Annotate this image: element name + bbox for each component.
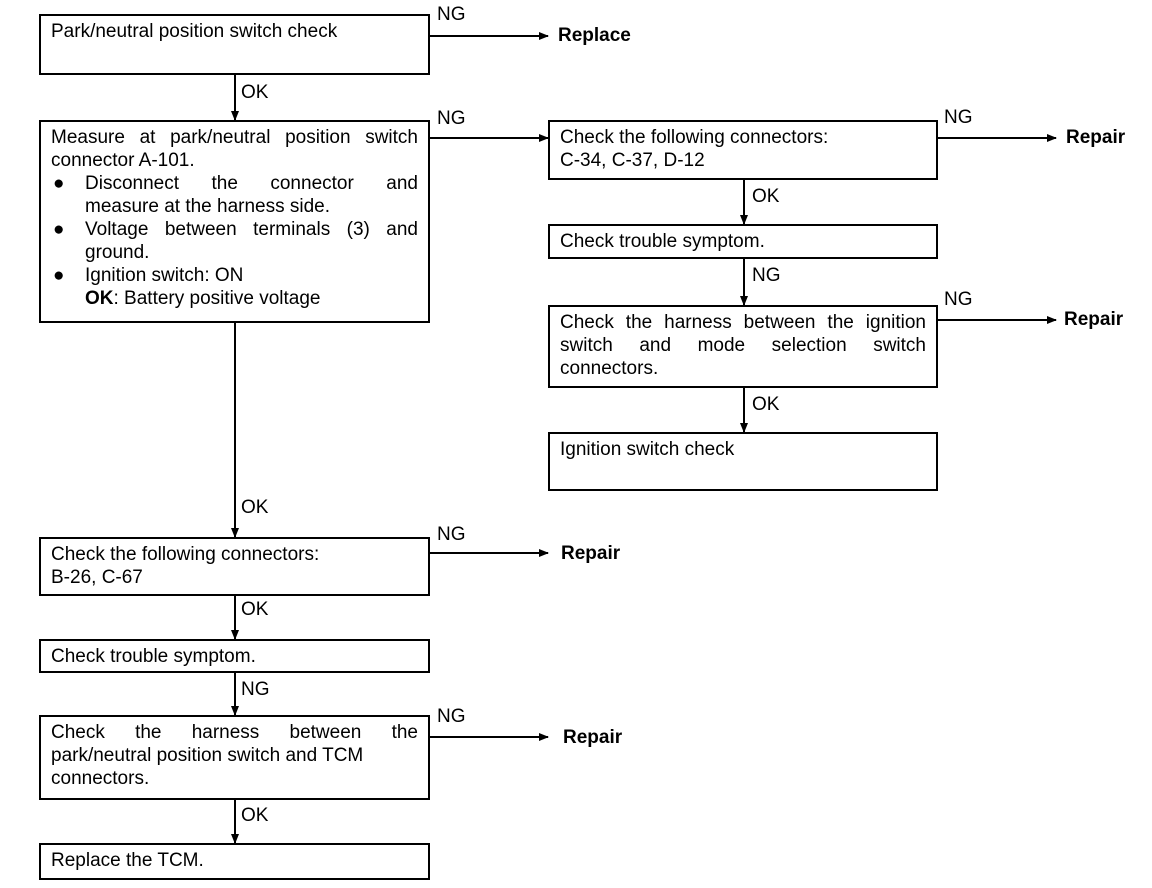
box-text: Check the following connectors: (51, 544, 320, 565)
box-check-trouble-symptom-right: Check trouble symptom. (548, 224, 938, 259)
bullet-item: ● Ignition switch: ON OK: Battery positi… (51, 264, 418, 310)
box-check-harness-ignition: Check the harness between the ignition s… (548, 305, 938, 388)
ng-label: NG (437, 108, 466, 129)
action-repair: Repair (563, 727, 623, 748)
action-replace: Replace (558, 25, 631, 46)
ok-label: OK (241, 599, 269, 620)
bullet-dot: ● (53, 173, 65, 194)
ng-label: NG (944, 107, 973, 128)
action-repair: Repair (561, 543, 621, 564)
box-text: C-34, C-37, D-12 (560, 150, 705, 171)
box-check-trouble-symptom-left: Check trouble symptom. (39, 639, 430, 673)
box-check-connectors-c34-c37-d12: Check the following connectors: C-34, C-… (548, 120, 938, 180)
box-text: B-26, C-67 (51, 567, 143, 588)
box-ignition-switch-check: Ignition switch check (548, 432, 938, 491)
bullet-item: ● Voltage between terminals (3) and grou… (51, 218, 418, 264)
box-text: park/neutral position switch and TCM (51, 745, 364, 766)
box-text: Park/neutral position switch check (51, 21, 338, 42)
bullet-text: measure at the harness side. (85, 196, 331, 217)
box-text: Check the following connectors: (560, 127, 829, 148)
box-measure-connector-a101: Measure at park/neutral position switch … (39, 120, 430, 323)
box-text: connectors. (560, 358, 659, 379)
ok-text: : Battery positive voltage (113, 288, 321, 309)
box-text: Check trouble symptom. (560, 231, 765, 252)
ng-label: NG (241, 679, 270, 700)
box-text: Ignition switch check (560, 439, 735, 460)
bullet-text: Voltage between terminals (3) and (85, 219, 418, 240)
ok-criterion: OK: Battery positive voltage (85, 287, 418, 310)
ok-label: OK (752, 186, 780, 207)
action-repair: Repair (1066, 127, 1126, 148)
ok-label: OK (752, 394, 780, 415)
bullet-text: Disconnect the connector and (85, 173, 418, 194)
bullet-text: Ignition switch: ON (85, 265, 244, 286)
bullet-item: ● Disconnect the connector and measure a… (51, 172, 418, 218)
box-park-neutral-switch-check: Park/neutral position switch check (39, 14, 430, 75)
box-text: connectors. (51, 768, 150, 789)
box-text: Check the harness between the ignition (560, 312, 926, 333)
ng-label: NG (437, 4, 466, 25)
ng-label: NG (944, 289, 973, 310)
ng-label: NG (437, 706, 466, 727)
box-check-connectors-b26-c67: Check the following connectors: B-26, C-… (39, 537, 430, 596)
bullet-dot: ● (53, 265, 65, 286)
box-text: Replace the TCM. (51, 850, 204, 871)
box-check-harness-tcm: Check the harness between the park/neutr… (39, 715, 430, 800)
box-replace-tcm: Replace the TCM. (39, 843, 430, 880)
box-text: Check trouble symptom. (51, 646, 256, 667)
ok-label: OK (241, 805, 269, 826)
action-repair: Repair (1064, 309, 1124, 330)
ok-prefix: OK (85, 288, 114, 309)
box-text: Measure at park/neutral position switch (51, 127, 418, 148)
bullet-dot: ● (53, 219, 65, 240)
bullet-text: ground. (85, 242, 150, 263)
ng-label: NG (437, 524, 466, 545)
box-text: Check the harness between the (51, 722, 418, 743)
ng-label: NG (752, 265, 781, 286)
ok-label: OK (241, 497, 269, 518)
box-text: switch and mode selection switch (560, 335, 926, 356)
box-text: connector A-101. (51, 150, 195, 171)
ok-label: OK (241, 82, 269, 103)
